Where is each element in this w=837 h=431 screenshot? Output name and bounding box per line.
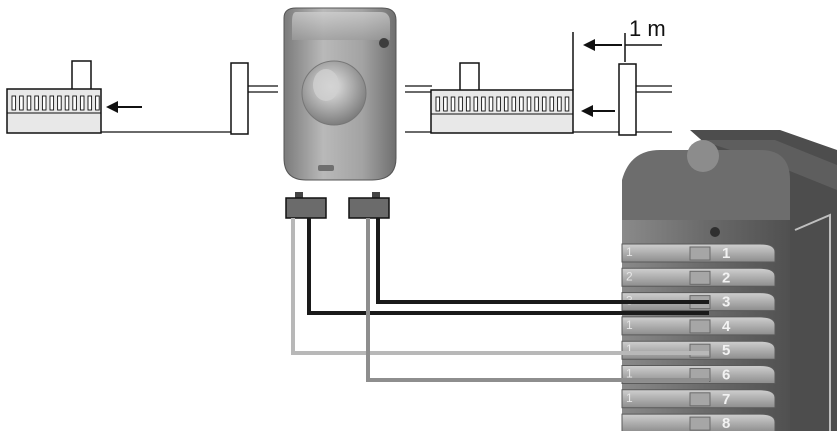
terminal-number: 6	[722, 367, 730, 384]
wires	[291, 218, 709, 382]
left-gate-rack	[11, 95, 100, 111]
terminal-number: 5	[722, 342, 730, 359]
rack-tooth	[19, 95, 24, 111]
rack-tooth	[79, 95, 85, 111]
rack-tooth	[526, 96, 532, 112]
rack-tooth	[511, 96, 517, 112]
rack-tooth	[34, 95, 39, 111]
wire-black-left	[307, 218, 709, 315]
right-post	[618, 63, 672, 136]
rack-tooth	[557, 96, 562, 112]
rack-tooth	[57, 95, 62, 111]
rack-tooth	[435, 96, 441, 112]
left-gate	[6, 60, 232, 134]
terminal-screw-icon	[689, 246, 711, 261]
wire-light-grey	[291, 218, 709, 355]
rack-tooth	[496, 96, 501, 112]
terminal-number: 8	[722, 415, 730, 431]
rack-tooth	[443, 96, 448, 112]
terminal-screw-icon	[689, 319, 711, 334]
rack-tooth	[534, 96, 539, 112]
terminal-screw-icon	[689, 392, 711, 407]
left-connector	[285, 192, 327, 219]
arrow-right-gate	[581, 105, 615, 117]
wire-black-right	[376, 218, 709, 304]
side-number: 2	[626, 269, 633, 283]
terminal-screw-icon	[689, 270, 711, 285]
wire-mid-grey	[366, 218, 709, 382]
dimension-1m	[572, 32, 662, 90]
photocell-device	[283, 7, 397, 181]
rack-tooth	[41, 95, 47, 111]
rack-tooth	[481, 96, 486, 112]
right-gate-rack	[435, 96, 570, 112]
rack-tooth	[450, 96, 456, 112]
rack-tooth	[87, 95, 93, 111]
rack-tooth	[549, 96, 555, 112]
terminal-number: 1	[722, 245, 730, 262]
rack-tooth	[564, 96, 570, 112]
side-number: 1	[626, 318, 633, 332]
right-connector	[348, 192, 390, 219]
terminal-number: 7	[722, 391, 730, 408]
terminal-screw-icon	[689, 416, 711, 431]
rack-tooth	[49, 95, 55, 111]
rack-tooth	[95, 95, 100, 111]
rack-tooth	[26, 95, 32, 111]
right-gate	[405, 62, 622, 134]
rack-tooth	[541, 96, 547, 112]
rack-tooth	[72, 95, 77, 111]
terminal-number: 3	[722, 294, 730, 311]
left-post	[230, 62, 278, 135]
terminal-screw-icon	[689, 343, 711, 358]
rack-tooth	[64, 95, 70, 111]
terminal-number: 2	[722, 269, 730, 286]
rack-tooth	[458, 96, 463, 112]
dimension-label: 1 m	[629, 16, 666, 41]
rack-tooth	[503, 96, 509, 112]
side-number: 1	[626, 367, 633, 381]
terminal-number: 4	[722, 318, 731, 335]
rack-tooth	[519, 96, 524, 112]
rack-tooth	[465, 96, 471, 112]
side-number: 1	[626, 342, 633, 356]
side-number: 1	[626, 391, 633, 405]
side-number: 1	[626, 245, 633, 259]
rack-tooth	[473, 96, 479, 112]
rack-tooth	[11, 95, 17, 111]
rack-tooth	[488, 96, 494, 112]
arrow-left-gate	[106, 101, 142, 113]
